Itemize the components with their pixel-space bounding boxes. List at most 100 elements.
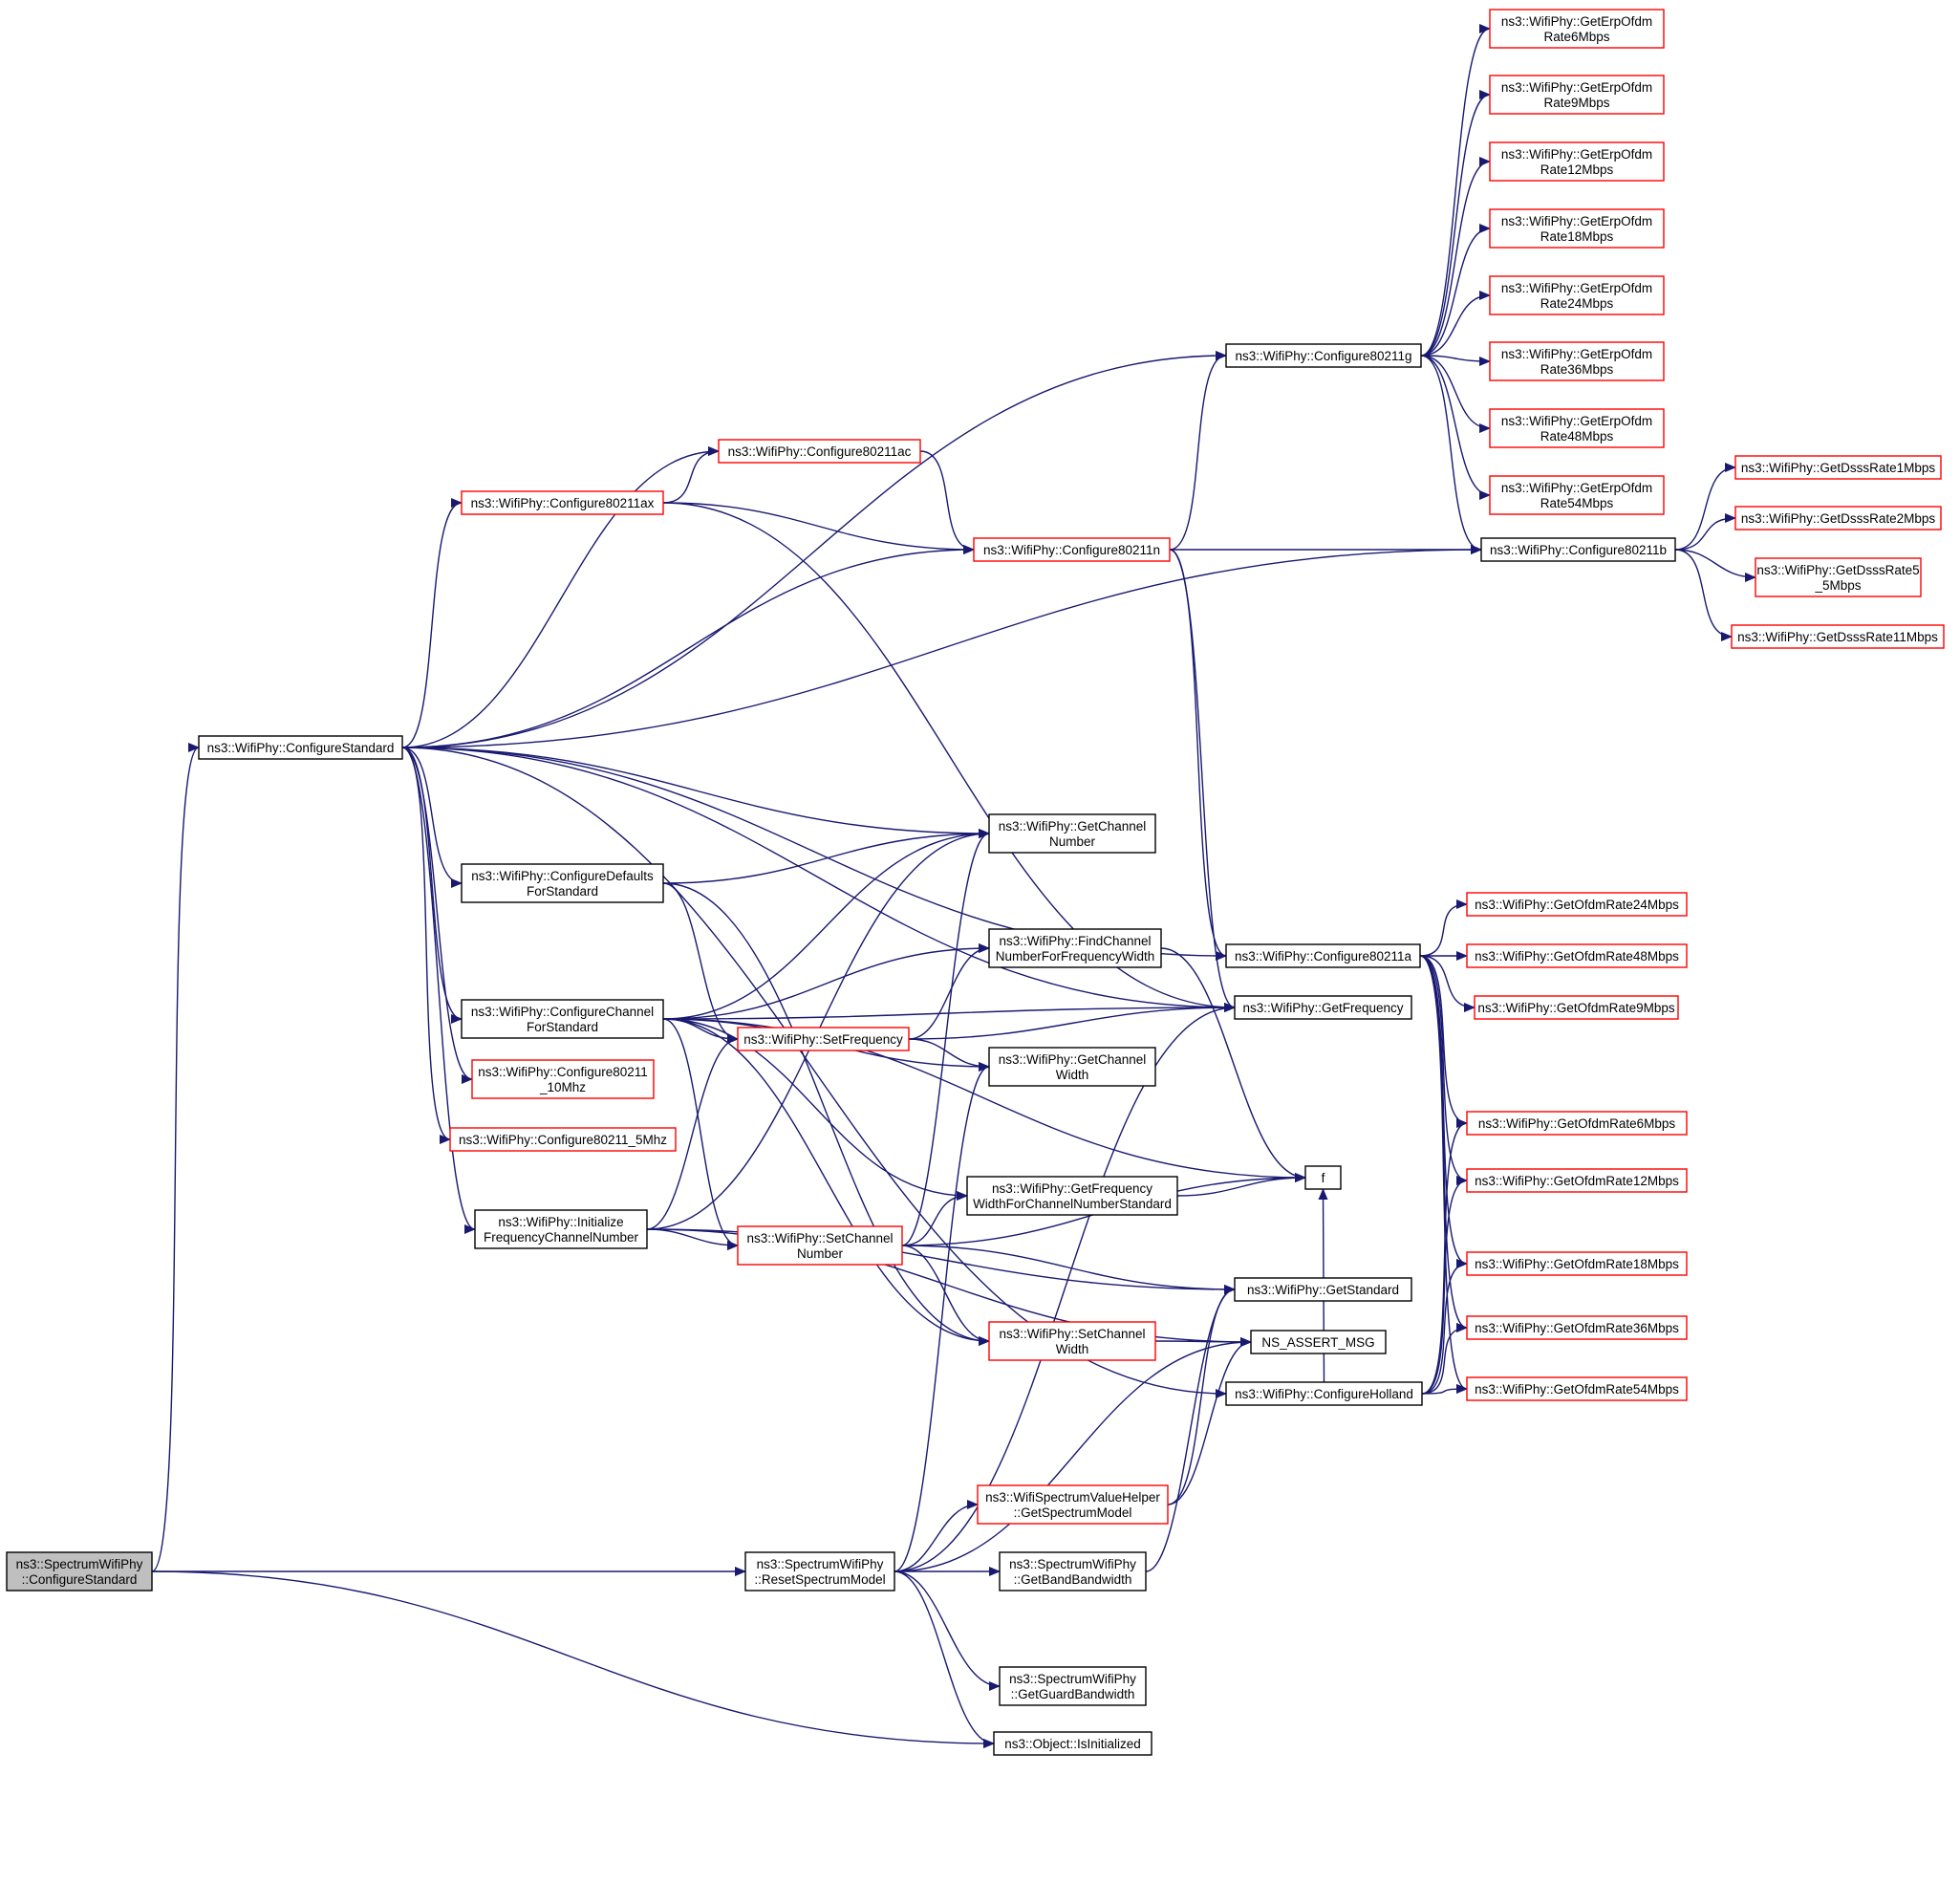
node-box-getstd[interactable] xyxy=(1234,1277,1412,1302)
node-box-getfreq[interactable] xyxy=(1234,995,1412,1020)
node-box-dsss1[interactable] xyxy=(1734,455,1942,480)
node-box-getfreqw[interactable] xyxy=(966,1176,1178,1216)
node-box-g[interactable] xyxy=(1225,343,1422,368)
node-ofdm24[interactable]: ns3::WifiPhy::GetOfdmRate24Mbps xyxy=(1466,892,1688,917)
node-ofdm54[interactable]: ns3::WifiPhy::GetOfdmRate54Mbps xyxy=(1466,1376,1688,1401)
node-box-erp48[interactable] xyxy=(1489,408,1665,448)
node-box-setchw[interactable] xyxy=(988,1321,1156,1361)
node-box-ofdm18[interactable] xyxy=(1466,1251,1688,1276)
node-box-bandbw[interactable] xyxy=(999,1551,1147,1592)
node-box-getchnum[interactable] xyxy=(988,813,1156,854)
node-box-c5[interactable] xyxy=(449,1127,677,1152)
node-box-ofdm12[interactable] xyxy=(1466,1168,1688,1193)
node-ac[interactable]: ns3::WifiPhy::Configure80211ac xyxy=(718,439,921,464)
node-getfreqw[interactable]: ns3::WifiPhy::GetFrequencyWidthForChanne… xyxy=(966,1176,1178,1216)
node-findch[interactable]: ns3::WifiPhy::FindChannelNumberForFreque… xyxy=(988,928,1162,968)
node-box-n[interactable] xyxy=(973,537,1171,562)
node-isinit[interactable]: ns3::Object::IsInitialized xyxy=(993,1731,1152,1756)
node-box-ofdm6[interactable] xyxy=(1466,1111,1688,1136)
node-dsss55[interactable]: ns3::WifiPhy::GetDsssRate5_5Mbps xyxy=(1755,557,1922,597)
node-box-a[interactable] xyxy=(1225,943,1421,968)
node-box-findch[interactable] xyxy=(988,928,1162,968)
node-ofdm9[interactable]: ns3::WifiPhy::GetOfdmRate9Mbps xyxy=(1474,995,1679,1020)
node-box-setfreq[interactable] xyxy=(737,1027,910,1051)
node-initfreq[interactable]: ns3::WifiPhy::InitializeFrequencyChannel… xyxy=(474,1209,648,1249)
node-defaults[interactable]: ns3::WifiPhy::ConfigureDefaultsForStanda… xyxy=(461,863,664,903)
node-box-ofdm9[interactable] xyxy=(1474,995,1679,1020)
node-dsss11[interactable]: ns3::WifiPhy::GetDsssRate11Mbps xyxy=(1731,624,1945,649)
node-c10[interactable]: ns3::WifiPhy::Configure80211_10Mhz xyxy=(471,1059,655,1099)
node-box-initfreq[interactable] xyxy=(474,1209,648,1249)
node-ofdm48[interactable]: ns3::WifiPhy::GetOfdmRate48Mbps xyxy=(1466,943,1688,968)
node-box-setchnum[interactable] xyxy=(737,1225,903,1266)
node-dsss2[interactable]: ns3::WifiPhy::GetDsssRate2Mbps xyxy=(1734,506,1942,531)
node-box-root[interactable] xyxy=(6,1551,153,1592)
node-box-specval[interactable] xyxy=(977,1484,1169,1525)
node-b[interactable]: ns3::WifiPhy::Configure80211b xyxy=(1480,537,1676,562)
node-box-erp18[interactable] xyxy=(1489,208,1665,249)
node-dsss1[interactable]: ns3::WifiPhy::GetDsssRate1Mbps xyxy=(1734,455,1942,480)
node-ofdm18[interactable]: ns3::WifiPhy::GetOfdmRate18Mbps xyxy=(1466,1251,1688,1276)
node-g[interactable]: ns3::WifiPhy::Configure80211g xyxy=(1225,343,1422,368)
node-holland[interactable]: ns3::WifiPhy::ConfigureHolland xyxy=(1225,1381,1423,1406)
node-getfreq[interactable]: ns3::WifiPhy::GetFrequency xyxy=(1234,995,1412,1020)
node-c5[interactable]: ns3::WifiPhy::Configure80211_5Mhz xyxy=(449,1127,677,1152)
node-reset[interactable]: ns3::SpectrumWifiPhy::ResetSpectrumModel xyxy=(744,1551,895,1592)
node-box-erp54[interactable] xyxy=(1489,475,1665,515)
node-box-holland[interactable] xyxy=(1225,1381,1423,1406)
node-box-erp9[interactable] xyxy=(1489,75,1665,115)
node-box-assert[interactable] xyxy=(1250,1330,1387,1354)
node-box-c10[interactable] xyxy=(471,1059,655,1099)
node-box-chanstd[interactable] xyxy=(461,999,664,1039)
node-setfreq[interactable]: ns3::WifiPhy::SetFrequency xyxy=(737,1027,910,1051)
node-box-dsss2[interactable] xyxy=(1734,506,1942,531)
node-box-ax[interactable] xyxy=(461,490,664,515)
node-box-f[interactable] xyxy=(1304,1165,1342,1190)
node-box-erp36[interactable] xyxy=(1489,341,1665,381)
node-box-cfgstd[interactable] xyxy=(198,735,403,760)
node-box-guardbw[interactable] xyxy=(999,1666,1147,1706)
node-box-dsss55[interactable] xyxy=(1755,557,1922,597)
node-guardbw[interactable]: ns3::SpectrumWifiPhy::GetGuardBandwidth xyxy=(999,1666,1147,1706)
node-cfgstd[interactable]: ns3::WifiPhy::ConfigureStandard xyxy=(198,735,403,760)
node-bandbw[interactable]: ns3::SpectrumWifiPhy::GetBandBandwidth xyxy=(999,1551,1147,1592)
node-box-dsss11[interactable] xyxy=(1731,624,1945,649)
node-box-defaults[interactable] xyxy=(461,863,664,903)
node-ofdm6[interactable]: ns3::WifiPhy::GetOfdmRate6Mbps xyxy=(1466,1111,1688,1136)
node-box-erp24[interactable] xyxy=(1489,275,1665,315)
node-box-b[interactable] xyxy=(1480,537,1676,562)
node-box-ofdm36[interactable] xyxy=(1466,1315,1688,1340)
node-assert[interactable]: NS_ASSERT_MSG xyxy=(1250,1330,1387,1354)
node-getstd[interactable]: ns3::WifiPhy::GetStandard xyxy=(1234,1277,1412,1302)
node-root[interactable]: ns3::SpectrumWifiPhy::ConfigureStandard xyxy=(6,1551,153,1592)
node-specval[interactable]: ns3::WifiSpectrumValueHelper::GetSpectru… xyxy=(977,1484,1169,1525)
node-a[interactable]: ns3::WifiPhy::Configure80211a xyxy=(1225,943,1421,968)
node-box-ofdm24[interactable] xyxy=(1466,892,1688,917)
node-box-ofdm54[interactable] xyxy=(1466,1376,1688,1401)
node-box-ofdm48[interactable] xyxy=(1466,943,1688,968)
node-box-getchw[interactable] xyxy=(988,1047,1156,1087)
node-box-reset[interactable] xyxy=(744,1551,895,1592)
node-box-erp6[interactable] xyxy=(1489,9,1665,49)
node-ax[interactable]: ns3::WifiPhy::Configure80211ax xyxy=(461,490,664,515)
node-n[interactable]: ns3::WifiPhy::Configure80211n xyxy=(973,537,1171,562)
node-ofdm12[interactable]: ns3::WifiPhy::GetOfdmRate12Mbps xyxy=(1466,1168,1688,1193)
node-box-isinit[interactable] xyxy=(993,1731,1152,1756)
node-f[interactable]: f xyxy=(1304,1165,1342,1190)
node-box-ac[interactable] xyxy=(718,439,921,464)
node-ofdm36[interactable]: ns3::WifiPhy::GetOfdmRate36Mbps xyxy=(1466,1315,1688,1340)
node-chanstd[interactable]: ns3::WifiPhy::ConfigureChannelForStandar… xyxy=(461,999,664,1039)
node-box-erp12[interactable] xyxy=(1489,141,1665,182)
